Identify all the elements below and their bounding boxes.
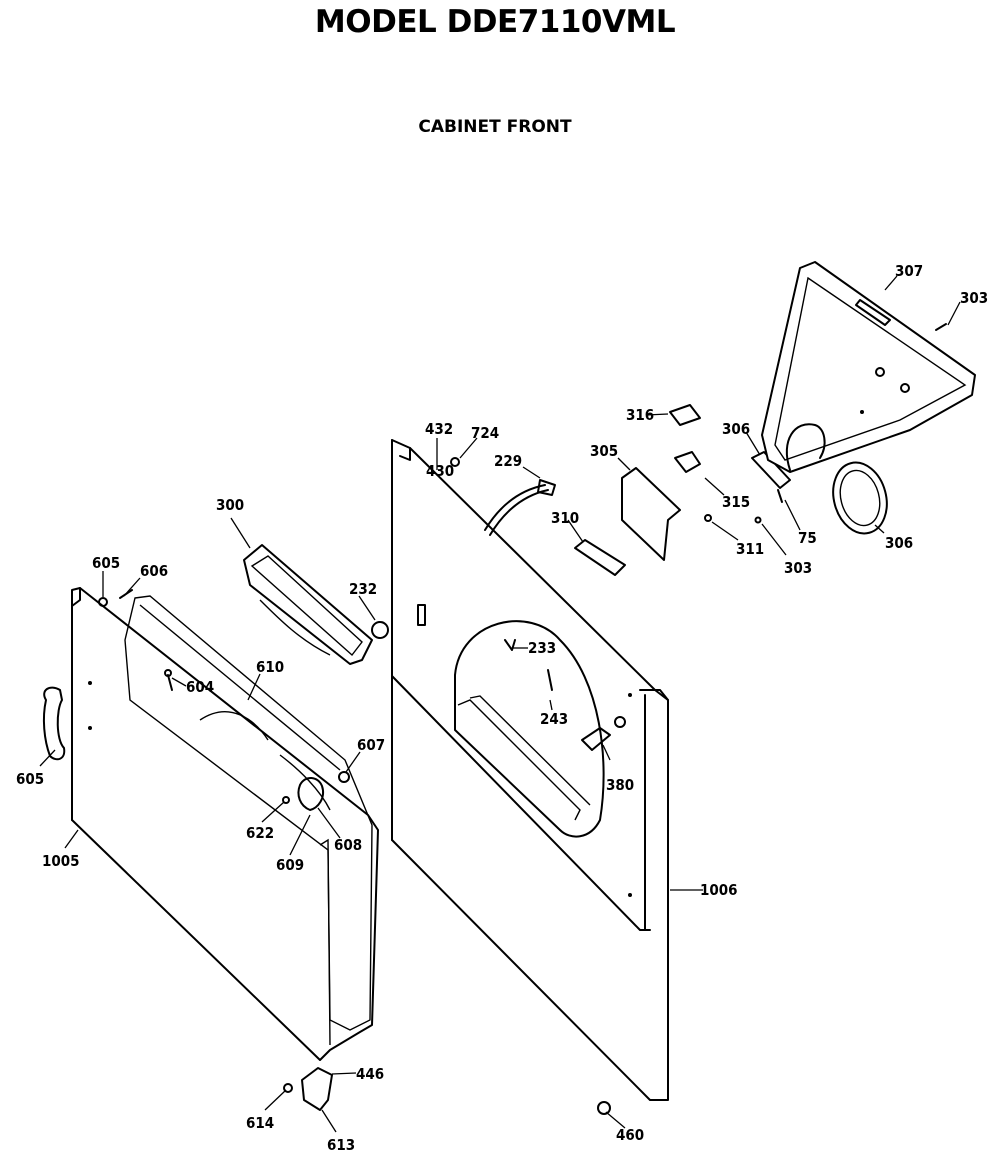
callout-310: 310 xyxy=(551,509,579,527)
screw-614-icon xyxy=(283,1083,293,1093)
callout-608: 608 xyxy=(334,836,362,854)
bracket-305-part xyxy=(621,467,681,561)
callout-430: 430 xyxy=(426,462,454,480)
callout-622: 622 xyxy=(246,824,274,842)
callout-724: 724 xyxy=(471,424,499,442)
callout-606: 606 xyxy=(140,562,168,580)
callout-605-top: 605 xyxy=(92,554,120,572)
callout-613: 613 xyxy=(327,1136,355,1154)
door-handle-part xyxy=(42,686,66,761)
callout-446: 446 xyxy=(356,1065,384,1083)
callout-610: 610 xyxy=(256,658,284,676)
callout-232: 232 xyxy=(349,580,377,598)
part-303b-icon xyxy=(754,516,762,524)
part-316-icon xyxy=(669,404,701,426)
section-title: CABINET FRONT xyxy=(418,117,572,137)
part-232-icon xyxy=(371,621,389,639)
screw-460-icon xyxy=(597,1101,611,1115)
callout-243: 243 xyxy=(540,710,568,728)
screw-724-icon xyxy=(450,457,460,467)
callout-607: 607 xyxy=(357,736,385,754)
callout-305: 305 xyxy=(590,442,618,460)
callout-311: 311 xyxy=(736,540,764,558)
screw-303a-icon xyxy=(935,323,947,331)
callout-614: 614 xyxy=(246,1114,274,1132)
leader-lines xyxy=(39,275,961,1133)
callout-1006: 1006 xyxy=(700,881,738,899)
model-title: MODEL DDE7110VML xyxy=(314,4,676,40)
callout-307: 307 xyxy=(895,262,923,280)
strip-310-part xyxy=(574,539,626,576)
callout-315: 315 xyxy=(722,493,750,511)
part-311-icon xyxy=(704,514,712,522)
callout-306-ring: 306 xyxy=(885,534,913,552)
callout-460: 460 xyxy=(616,1126,644,1144)
duct-307-part xyxy=(761,261,976,473)
callout-303-lower: 303 xyxy=(784,559,812,577)
callout-380: 380 xyxy=(606,776,634,794)
front-panel-part xyxy=(391,439,669,1101)
part-315-icon xyxy=(674,451,701,473)
callout-75: 75 xyxy=(798,529,817,547)
callout-604: 604 xyxy=(186,678,214,696)
callout-605-handle: 605 xyxy=(16,770,44,788)
callout-1005: 1005 xyxy=(42,852,80,870)
callout-306-clip: 306 xyxy=(722,420,750,438)
ring-308-part xyxy=(832,461,888,535)
callout-432: 432 xyxy=(425,420,453,438)
door-panel-part xyxy=(71,587,379,1061)
callout-316: 316 xyxy=(626,406,654,424)
callout-609: 609 xyxy=(276,856,304,874)
callout-300: 300 xyxy=(216,496,244,514)
callout-303-top: 303 xyxy=(960,289,988,307)
hinge-446-part xyxy=(301,1067,333,1111)
callout-229: 229 xyxy=(494,452,522,470)
dispenser-300-part xyxy=(243,544,373,665)
callout-233: 233 xyxy=(528,639,556,657)
